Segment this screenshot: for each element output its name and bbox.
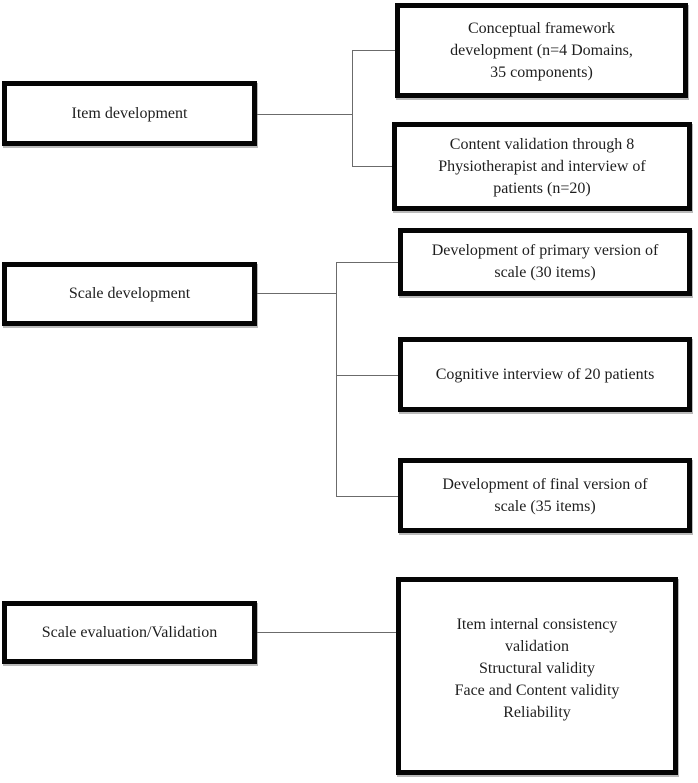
box-content-validation-label: Content validation through 8 Physiothera… xyxy=(438,135,646,197)
connector-item-dev-spine xyxy=(352,50,353,166)
box-scale-development: Scale development xyxy=(2,262,257,326)
connector-item-dev-branch-bottom xyxy=(352,166,392,167)
connector-item-dev-branch-top xyxy=(352,50,395,51)
box-scale-evaluation: Scale evaluation/Validation xyxy=(2,601,257,664)
box-final-version-label: Development of final version of scale (3… xyxy=(442,475,648,515)
connector-item-dev-stem xyxy=(257,114,353,115)
box-scale-development-label: Scale development xyxy=(68,285,191,302)
box-content-validation: Content validation through 8 Physiothera… xyxy=(392,122,692,211)
connector-scale-dev-branch-middle xyxy=(336,375,398,376)
box-item-development-label: Item development xyxy=(71,104,188,122)
box-cognitive-interview: Cognitive interview of 20 patients xyxy=(398,337,692,412)
box-item-development: Item development xyxy=(2,81,257,146)
box-validation-summary: Item internal consistency validation Str… xyxy=(396,577,678,775)
box-scale-evaluation-label: Scale evaluation/Validation xyxy=(41,623,218,641)
box-primary-version-label: Development of primary version of scale … xyxy=(431,242,659,281)
box-conceptual-framework: Conceptual framework development (n=4 Do… xyxy=(395,3,688,98)
box-cognitive-interview-label: Cognitive interview of 20 patients xyxy=(435,365,655,383)
box-conceptual-framework-label: Conceptual framework development (n=4 Do… xyxy=(450,19,633,81)
box-primary-version: Development of primary version of scale … xyxy=(398,228,692,296)
box-validation-summary-label: Item internal consistency validation Str… xyxy=(454,616,620,721)
connector-scale-evaluation-stem xyxy=(257,632,396,633)
connector-scale-dev-spine xyxy=(336,262,337,497)
connector-scale-dev-stem xyxy=(257,293,337,294)
connector-scale-dev-branch-top xyxy=(336,262,398,263)
connector-scale-dev-branch-bottom xyxy=(336,496,398,497)
box-final-version: Development of final version of scale (3… xyxy=(398,458,692,533)
